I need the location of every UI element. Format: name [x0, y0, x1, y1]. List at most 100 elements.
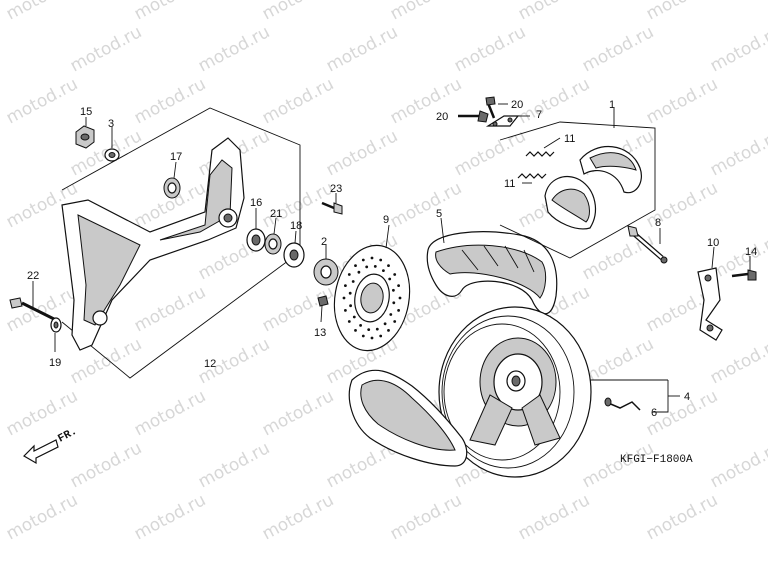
watermark-text: motod.ru	[259, 490, 337, 544]
watermark-text: motod.ru	[3, 0, 81, 24]
callout-c23: 23	[330, 183, 342, 195]
watermark-text: motod.ru	[131, 0, 209, 24]
bolt-22	[9, 297, 57, 322]
brake-disc-9	[333, 244, 411, 352]
brake-shoe-lower	[544, 175, 597, 230]
watermark-text: motod.ru	[67, 438, 145, 492]
watermark-text: motod.ru	[3, 490, 81, 544]
pin-20-b	[485, 96, 496, 119]
seal-17	[163, 177, 181, 199]
springs-11	[517, 151, 555, 179]
leader-11a	[543, 137, 561, 149]
disc-vent-hole	[347, 273, 351, 276]
disc-vent-hole	[352, 315, 356, 319]
callout-c19: 19	[49, 357, 61, 369]
nut-15	[75, 125, 95, 149]
callout-c13: 13	[314, 327, 326, 339]
disc-vent-hole	[387, 329, 390, 332]
disc-vent-hole	[349, 304, 352, 308]
callout-c3: 3	[108, 118, 114, 130]
watermark-text: motod.ru	[451, 22, 529, 76]
watermark-text: motod.ru	[387, 490, 465, 544]
watermark-text: motod.ru	[259, 0, 337, 24]
disc-vent-hole	[379, 258, 383, 262]
disc-vent-hole	[393, 273, 397, 276]
callout-c11a: 11	[564, 133, 575, 145]
disc-vent-hole	[370, 256, 374, 260]
watermark-text: motod.ru	[579, 230, 657, 284]
bolt-13	[317, 295, 329, 307]
callout-c12: 12	[204, 358, 216, 370]
swing-arm-axle-hole	[223, 213, 233, 223]
disc-vent-hole	[388, 277, 392, 281]
disc-vent-hole	[351, 280, 355, 283]
brake-arm-10	[697, 267, 723, 341]
disc-vent-hole	[357, 270, 361, 274]
brake-shoe-bracket	[499, 121, 656, 259]
disc-vent-hole	[382, 269, 385, 272]
leader-10	[711, 246, 715, 269]
disc-vent-hole	[354, 264, 357, 267]
callout-c5: 5	[436, 208, 442, 220]
leader-18	[294, 230, 297, 244]
disc-vent-hole	[359, 324, 362, 327]
swing-arm-upper-rib	[159, 159, 233, 241]
swing-arm-pivot-boss	[92, 310, 108, 326]
watermark-text: motod.ru	[131, 74, 209, 128]
brake-shoe-upper	[579, 146, 642, 194]
callout-c10: 10	[707, 237, 719, 249]
watermark-text: motod.ru	[515, 74, 593, 128]
front-direction-arrow-icon: FR.	[23, 426, 79, 465]
disc-vent-hole	[344, 309, 347, 312]
disc-vent-hole	[344, 284, 347, 287]
swing-arm-group	[61, 107, 301, 379]
callout-c4: 4	[684, 391, 690, 403]
disc-vent-hole	[370, 336, 374, 340]
bolt-23	[321, 201, 343, 215]
watermark-text: motod.ru	[195, 438, 273, 492]
leader-9	[385, 224, 390, 249]
watermark-text: motod.ru	[707, 438, 768, 492]
disc-vent-hole	[347, 320, 351, 323]
disc-vent-hole	[367, 328, 371, 331]
leader-21	[273, 217, 277, 235]
bearing-16	[246, 228, 266, 252]
brake-disc-vent-holes	[342, 256, 402, 340]
collar-3	[104, 148, 120, 162]
disc-vent-hole	[379, 334, 383, 338]
callout-c8: 8	[655, 217, 661, 229]
watermark-text: motod.ru	[707, 126, 768, 180]
disc-vent-hole	[383, 322, 387, 326]
callout-c18: 18	[290, 220, 302, 232]
callout-c20b: 20	[511, 99, 523, 111]
watermark-text: motod.ru	[643, 74, 721, 128]
disc-vent-hole	[365, 265, 369, 269]
disc-vent-hole	[354, 329, 357, 332]
watermark-text: motod.ru	[515, 0, 593, 24]
callout-numbers: 1234567891011111213141516171819202021222…	[27, 99, 757, 419]
swing-arm-bracket-outline	[61, 107, 301, 379]
disc-vent-hole	[373, 265, 377, 268]
leader-17	[173, 161, 177, 179]
disc-vent-hole	[342, 296, 346, 300]
brake-cam-8	[627, 225, 668, 264]
watermark-text: motod.ru	[131, 386, 209, 440]
callout-c11b: 11	[504, 178, 515, 190]
watermark-text: motod.ru	[643, 490, 721, 544]
disc-vent-hole	[389, 313, 393, 316]
watermark-text: motod.ru	[515, 490, 593, 544]
watermark-text: motod.ru	[387, 178, 465, 232]
collar-2	[313, 258, 339, 286]
watermark-text: motod.ru	[3, 74, 81, 128]
callout-c21: 21	[270, 208, 282, 220]
callout-c16: 16	[250, 197, 262, 209]
disc-vent-hole	[397, 284, 400, 287]
disc-vent-hole	[348, 291, 352, 295]
callout-c17: 17	[170, 151, 182, 163]
disc-vent-hole	[392, 301, 396, 305]
wheel-rim	[438, 306, 592, 478]
spacer-21	[264, 233, 282, 255]
watermark-text: motod.ru	[131, 490, 209, 544]
disc-vent-hole	[397, 309, 400, 312]
